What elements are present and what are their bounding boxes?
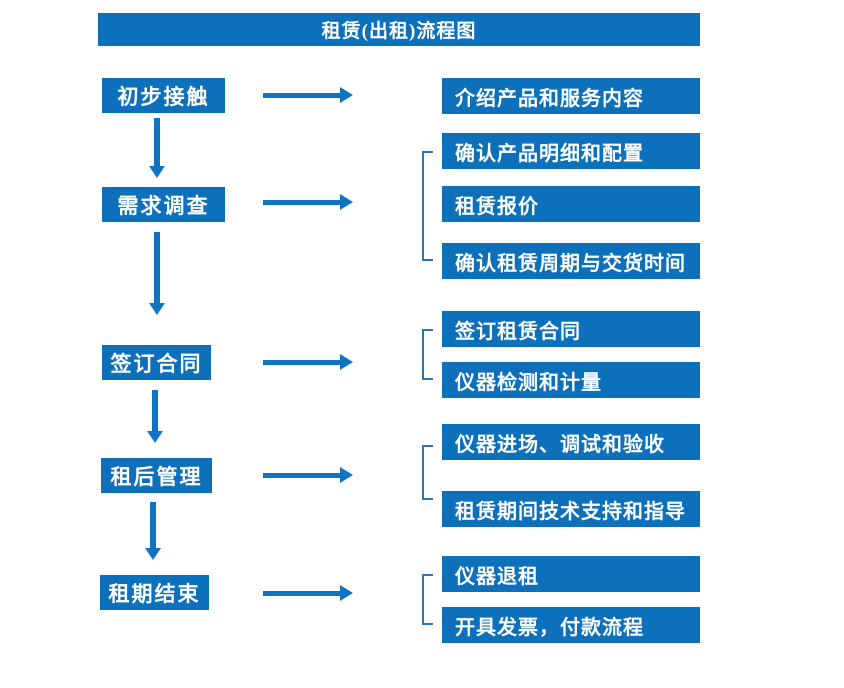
arrow-right-icon [263,467,353,483]
arrow-right-icon [263,87,353,103]
output-box: 仪器进场、调试和验收 [442,424,700,460]
output-label: 开具发票，付款流程 [455,616,644,639]
arrow-right-icon [263,585,353,601]
stage-box-initial-contact: 初步接触 [102,78,225,113]
group-bracket-icon [422,329,433,380]
output-box: 租赁期间技术支持和指导 [442,491,700,527]
page-title-text: 租赁(出租)流程图 [321,21,477,42]
arrow-down-icon [149,232,165,315]
group-bracket-icon [422,151,433,261]
stage-label: 租期结束 [108,581,201,606]
output-label: 确认产品明细和配置 [455,142,644,165]
stage-box-post-rental-management: 租后管理 [101,458,212,493]
output-box: 租赁报价 [442,186,700,222]
stage-label: 租后管理 [110,464,203,489]
arrow-down-icon [147,390,163,443]
stage-label: 初步接触 [117,84,210,109]
group-bracket-icon [422,445,433,500]
output-box: 确认产品明细和配置 [442,133,700,169]
output-box: 确认租赁周期与交货时间 [442,243,700,279]
output-box: 签订租赁合同 [442,311,700,347]
stage-box-demand-survey: 需求调查 [102,187,225,222]
output-box: 仪器检测和计量 [442,362,700,398]
output-label: 租赁期间技术支持和指导 [455,500,686,523]
output-box: 开具发票，付款流程 [442,607,700,643]
arrow-right-icon [263,354,353,370]
output-label: 仪器检测和计量 [455,371,602,394]
stage-box-sign-contract: 签订合同 [102,345,211,380]
output-label: 租赁报价 [455,195,539,218]
output-label: 签订租赁合同 [455,320,581,343]
output-label: 仪器退租 [455,565,539,588]
output-box: 仪器退租 [442,556,700,592]
stage-label: 签订合同 [110,351,203,376]
stage-label: 需求调查 [117,193,210,218]
arrow-down-icon [145,502,161,560]
arrow-right-icon [263,194,353,210]
output-label: 介绍产品和服务内容 [455,87,644,110]
group-bracket-icon [422,574,433,625]
output-box: 介绍产品和服务内容 [442,78,700,114]
output-label: 仪器进场、调试和验收 [455,433,665,456]
output-label: 确认租赁周期与交货时间 [455,252,686,275]
page-title: 租赁(出租)流程图 [98,13,700,46]
arrow-down-icon [149,118,165,178]
stage-box-lease-end: 租期结束 [100,575,209,610]
